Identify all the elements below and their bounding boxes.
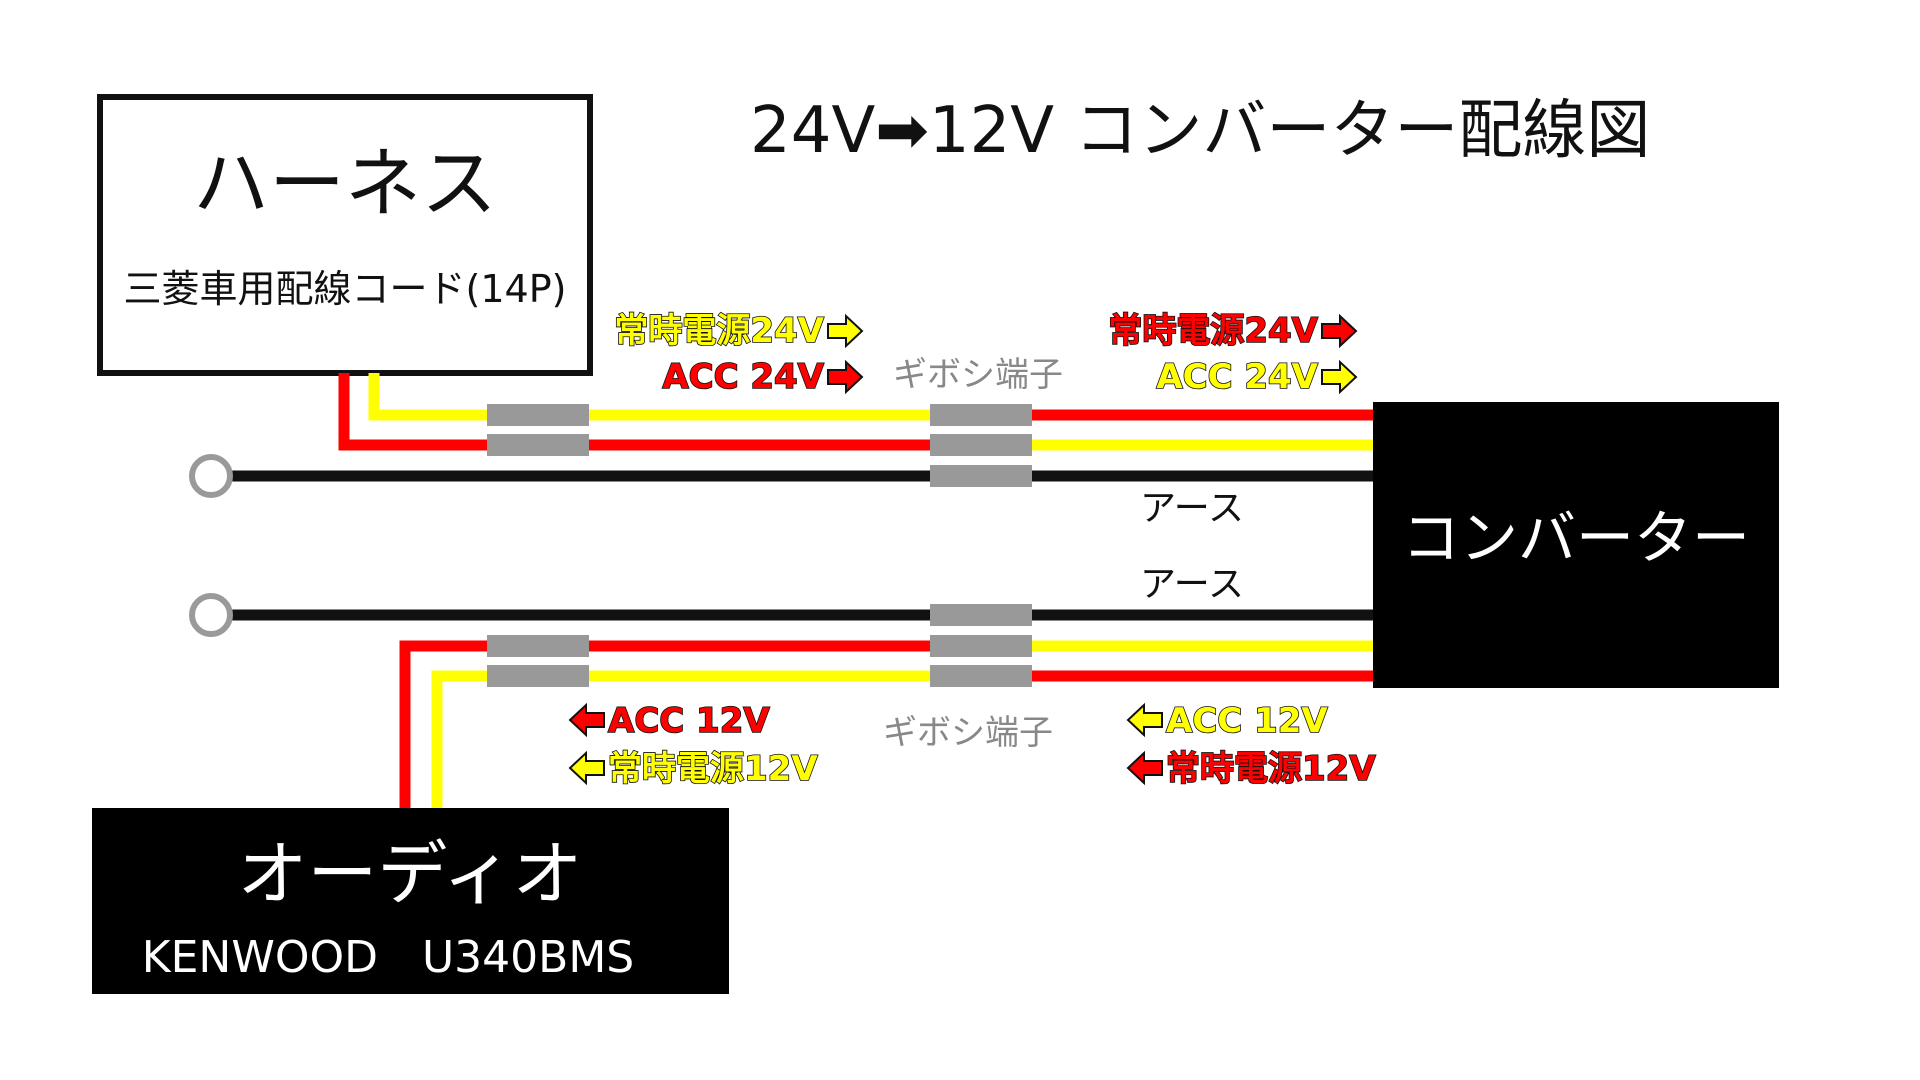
ground-label-lower: アース: [1140, 564, 1244, 605]
arrow-right-icon: [827, 313, 864, 349]
wire-label-acc-12v-yellow: ACC 12V: [1166, 701, 1328, 741]
ground-label-upper: アース: [1140, 488, 1244, 529]
connector: [930, 635, 1032, 657]
arrow-left-icon: [568, 750, 605, 786]
wire-label-acc-24v-yellow: ACC 24V: [1156, 357, 1318, 397]
arrow-right-icon: [1321, 313, 1358, 349]
connector: [487, 404, 589, 426]
connector-group-upper-left: [487, 404, 589, 456]
arrow-right-icon: [827, 359, 864, 395]
wire-label-constant-24v-yellow: 常時電源24V: [614, 311, 824, 351]
connector: [930, 665, 1032, 687]
wire-label-group-upper-left: 常時電源24V ACC 24V: [614, 310, 864, 398]
connector: [930, 404, 1032, 426]
audio-title: オーディオ: [237, 833, 582, 915]
wire-label-group-upper-right: 常時電源24V ACC 24V: [1108, 310, 1358, 398]
wire-label-acc-12v-red: ACC 12V: [608, 701, 770, 741]
wire-label-group-lower-left: ACC 12V 常時電源12V: [568, 700, 819, 790]
connector: [930, 434, 1032, 456]
wire-label-constant-12v-red: 常時電源12V: [1166, 749, 1376, 789]
arrow-right-icon: [1321, 359, 1358, 395]
connector-group-lower-left: [487, 635, 589, 687]
harness-box: [97, 94, 593, 376]
arrow-left-icon: [568, 702, 605, 738]
audio-model: KENWOOD U340BMS: [142, 932, 635, 983]
audio-box: [92, 808, 729, 994]
arrow-left-icon: [1126, 702, 1163, 738]
connector-group-lower-right: [930, 604, 1032, 687]
ground-ring-lower: [189, 593, 233, 637]
connector-label-upper: ギボシ端子: [893, 355, 1063, 395]
connector: [487, 665, 589, 687]
connector: [930, 604, 1032, 626]
harness-subtitle: 三菱車用配線コード(14P): [124, 267, 567, 311]
arrow-left-icon: [1126, 750, 1163, 786]
harness-title: ハーネス: [193, 139, 497, 228]
wire-label-constant-24v-red: 常時電源24V: [1108, 311, 1318, 351]
ground-ring-upper: [189, 454, 233, 498]
connector: [487, 434, 589, 456]
diagram-title: 24V➡12V コンバーター配線図: [750, 94, 1650, 168]
connector: [930, 465, 1032, 487]
connector: [487, 635, 589, 657]
wire-yellow-audio: [431, 670, 560, 808]
connector-label-lower: ギボシ端子: [883, 713, 1053, 753]
wire-label-acc-24v-red: ACC 24V: [662, 357, 824, 397]
connector-group-upper-right: [930, 404, 1032, 487]
wire-label-group-lower-right: ACC 12V 常時電源12V: [1126, 700, 1377, 790]
converter-title: コンバーター: [1402, 504, 1750, 572]
wire-label-constant-12v-yellow: 常時電源12V: [608, 749, 818, 789]
converter-box: [1373, 402, 1779, 688]
